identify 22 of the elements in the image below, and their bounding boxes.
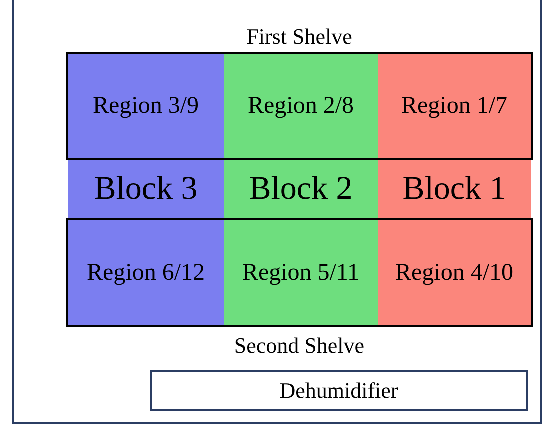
region-label: Region 3/9 — [92, 92, 200, 121]
region-area — [378, 220, 531, 325]
block-label: Block 1 — [402, 170, 506, 208]
region-area — [224, 54, 378, 158]
device-label: Dehumidifier — [280, 378, 398, 404]
region-area — [378, 54, 531, 158]
region-label: Region 6/12 — [86, 258, 206, 288]
device-box — [150, 370, 528, 411]
region-label: Region 2/8 — [247, 92, 355, 121]
block-area — [68, 158, 224, 220]
region-area — [68, 54, 224, 158]
block-label: Block 2 — [249, 170, 353, 208]
block-label: Block 3 — [94, 170, 198, 208]
region-label: Region 4/10 — [394, 258, 514, 288]
shelf-heading: Second Shelve — [233, 333, 366, 359]
block-area — [224, 158, 378, 220]
region-area — [224, 220, 378, 325]
region-label: Region 1/7 — [400, 92, 508, 121]
region-label: Region 5/11 — [241, 258, 361, 288]
block-area — [378, 158, 531, 220]
region-area — [68, 220, 224, 325]
shelf-heading: First Shelve — [246, 24, 354, 50]
